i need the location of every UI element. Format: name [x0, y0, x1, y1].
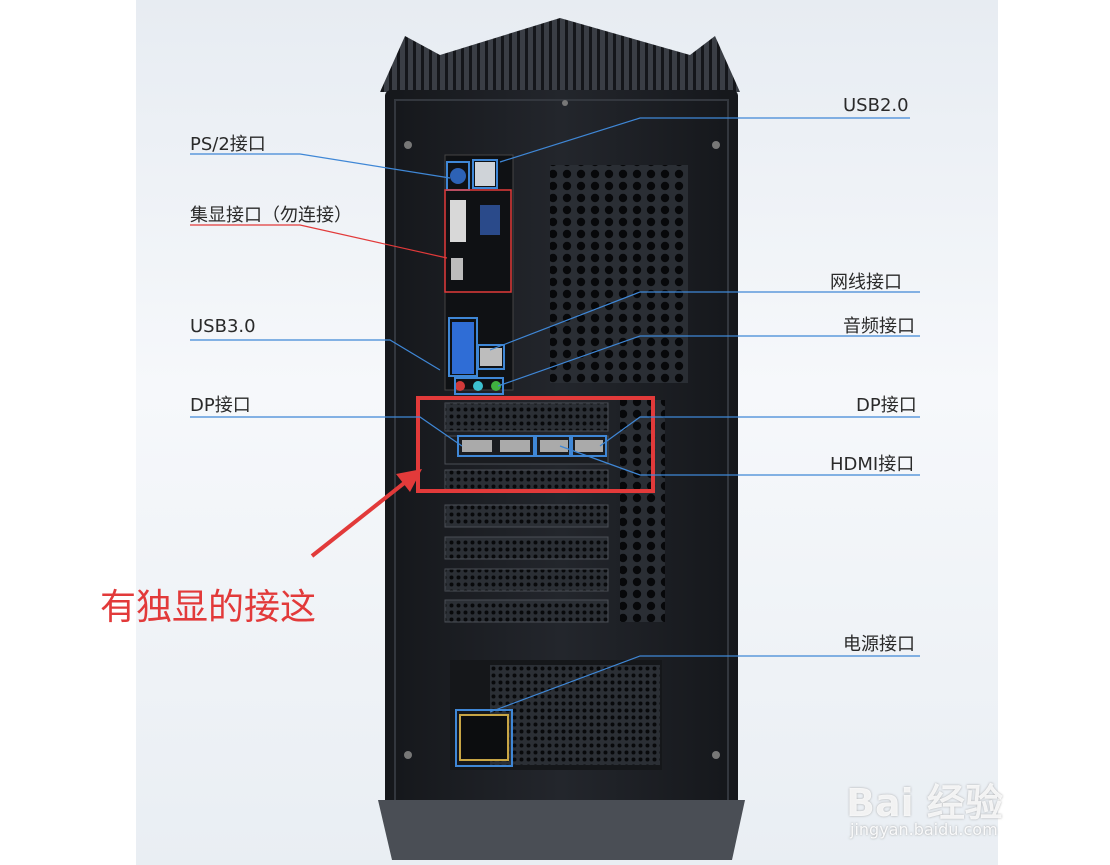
case-top-vent: [380, 18, 740, 92]
label-ps2: PS/2接口: [190, 134, 266, 155]
onboard-video-box: [444, 189, 512, 293]
ethernet-port: [480, 348, 502, 366]
psu-power-socket: [459, 714, 509, 761]
label-hdmi: HDMI接口: [830, 454, 915, 475]
side-vent: [550, 165, 688, 383]
dvi-port: [450, 200, 466, 242]
igpu-leader-line: [190, 224, 448, 259]
label-dp-right: DP接口: [856, 395, 917, 416]
ps2-port: [450, 168, 466, 184]
case-bottom-trim: [378, 800, 745, 860]
label-network: 网线接口: [830, 272, 902, 293]
gpu-highlight-box: [416, 396, 655, 493]
baidu-watermark-url: jingyan.baidu.com: [850, 820, 998, 839]
gpu-dp-port-1: [462, 440, 492, 452]
label-dp-left: DP接口: [190, 395, 251, 416]
audio-jack-red: [455, 381, 465, 391]
leader-lines: [190, 117, 920, 713]
port-highlights: [446, 159, 607, 767]
label-usb20: USB2.0: [843, 95, 909, 116]
red-arrow: [310, 469, 422, 558]
label-usb30: USB3.0: [190, 316, 256, 337]
usb30-ports: [452, 322, 474, 374]
audio-jack-green: [491, 381, 501, 391]
usb20-ports: [475, 162, 495, 186]
case-screws: [404, 100, 720, 759]
label-audio: 音频接口: [843, 316, 915, 337]
label-power: 电源接口: [843, 634, 915, 655]
label-igpu: 集显接口（勿连接）: [190, 205, 352, 226]
vga-port: [480, 205, 500, 235]
hdmi-onboard-port: [451, 258, 463, 280]
audio-jack-cyan: [473, 381, 483, 391]
baidu-watermark-logo: Bai 经验: [846, 781, 1003, 825]
gpu-dp-port-2: [500, 440, 530, 452]
gpu-dp-port-3: [575, 440, 603, 452]
gpu-callout-text: 有独显的接这: [100, 587, 317, 628]
gpu-hdmi-port: [540, 440, 568, 452]
